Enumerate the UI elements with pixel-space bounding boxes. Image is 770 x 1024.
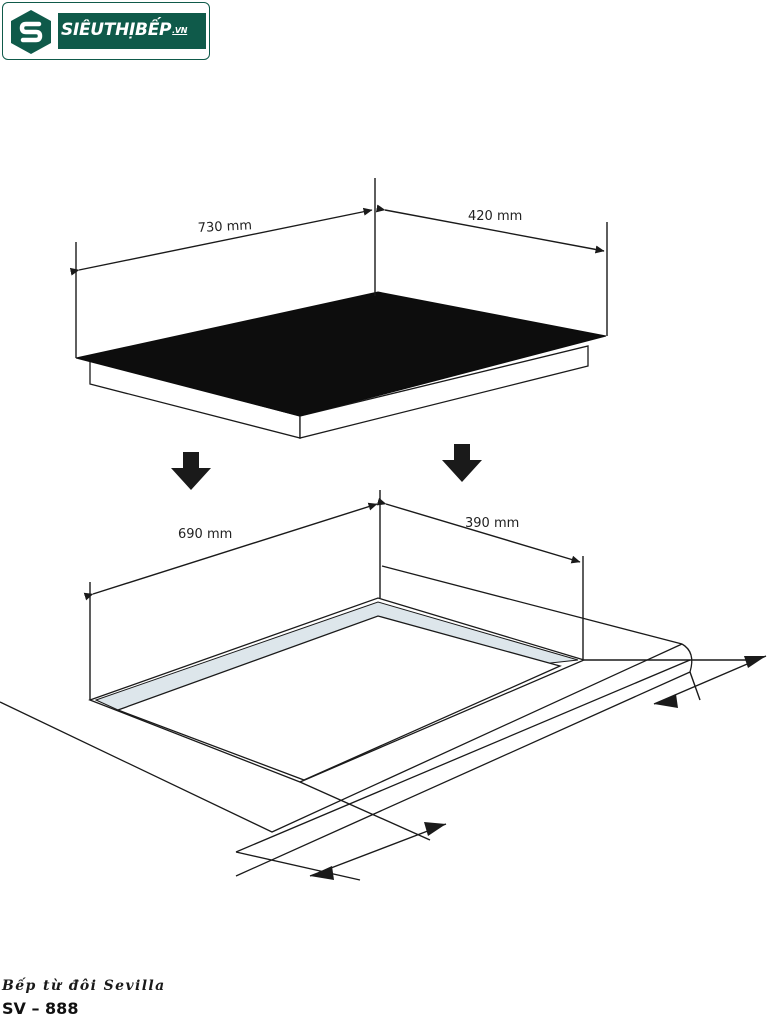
front-offset-arrow-lower-icon — [310, 866, 334, 880]
cutout-dimension-lines — [83, 490, 767, 881]
product-model: SV – 888 — [2, 999, 79, 1018]
countertop-back-edge — [381, 565, 683, 645]
side-offset-arrow-lower-icon — [654, 694, 678, 708]
cutout-width-label: 690 mm — [178, 527, 232, 542]
offset-arrowheads — [310, 656, 766, 880]
cutout-width-dimension-line — [83, 502, 378, 601]
arrow-down-left-icon — [171, 452, 211, 490]
product-name: Bếp từ đôi Sevilla — [2, 978, 166, 994]
logo-wordmark: SIÊUTHỊBẾP.VN — [61, 20, 188, 40]
countertop-thickness-line — [235, 671, 691, 877]
front-offset-extension-top — [299, 781, 431, 841]
front-offset-arrow-upper-icon — [424, 822, 446, 836]
hob-glass-top — [75, 291, 607, 417]
hob-depth-label: 420 mm — [468, 209, 522, 224]
cutout-depth-dimension-line — [376, 497, 581, 564]
hob-width-label: 730 mm — [197, 218, 252, 236]
hob-illustration — [75, 291, 607, 439]
logo-s-icon — [11, 10, 51, 54]
hob-right-edge — [299, 345, 589, 439]
logo-suffix: .VN — [172, 26, 188, 35]
hob-dimension-lines — [69, 178, 608, 358]
countertop-front-edge — [235, 659, 691, 853]
cutout-opening — [116, 615, 562, 781]
product-caption: Bếp từ đôi Sevilla SV – 888 — [2, 978, 502, 1018]
side-offset-arrow-upper-icon — [744, 656, 766, 668]
hob-depth-dimension-line — [375, 204, 605, 254]
brand-logo: SIÊUTHỊBẾP.VN — [2, 2, 210, 60]
cutout-depth-label: 390 mm — [465, 516, 519, 531]
front-offset-extension-bottom — [235, 851, 361, 881]
front-offset-dimension-line — [309, 823, 447, 877]
arrow-down-right-icon — [442, 444, 482, 482]
hob-width-dimension-line — [69, 207, 373, 276]
countertop-corner-curve — [681, 643, 693, 673]
countertop-edge — [0, 643, 683, 833]
logo-band: SIÊUTHỊBẾP.VN — [58, 13, 206, 49]
countertop-illustration — [0, 565, 693, 877]
